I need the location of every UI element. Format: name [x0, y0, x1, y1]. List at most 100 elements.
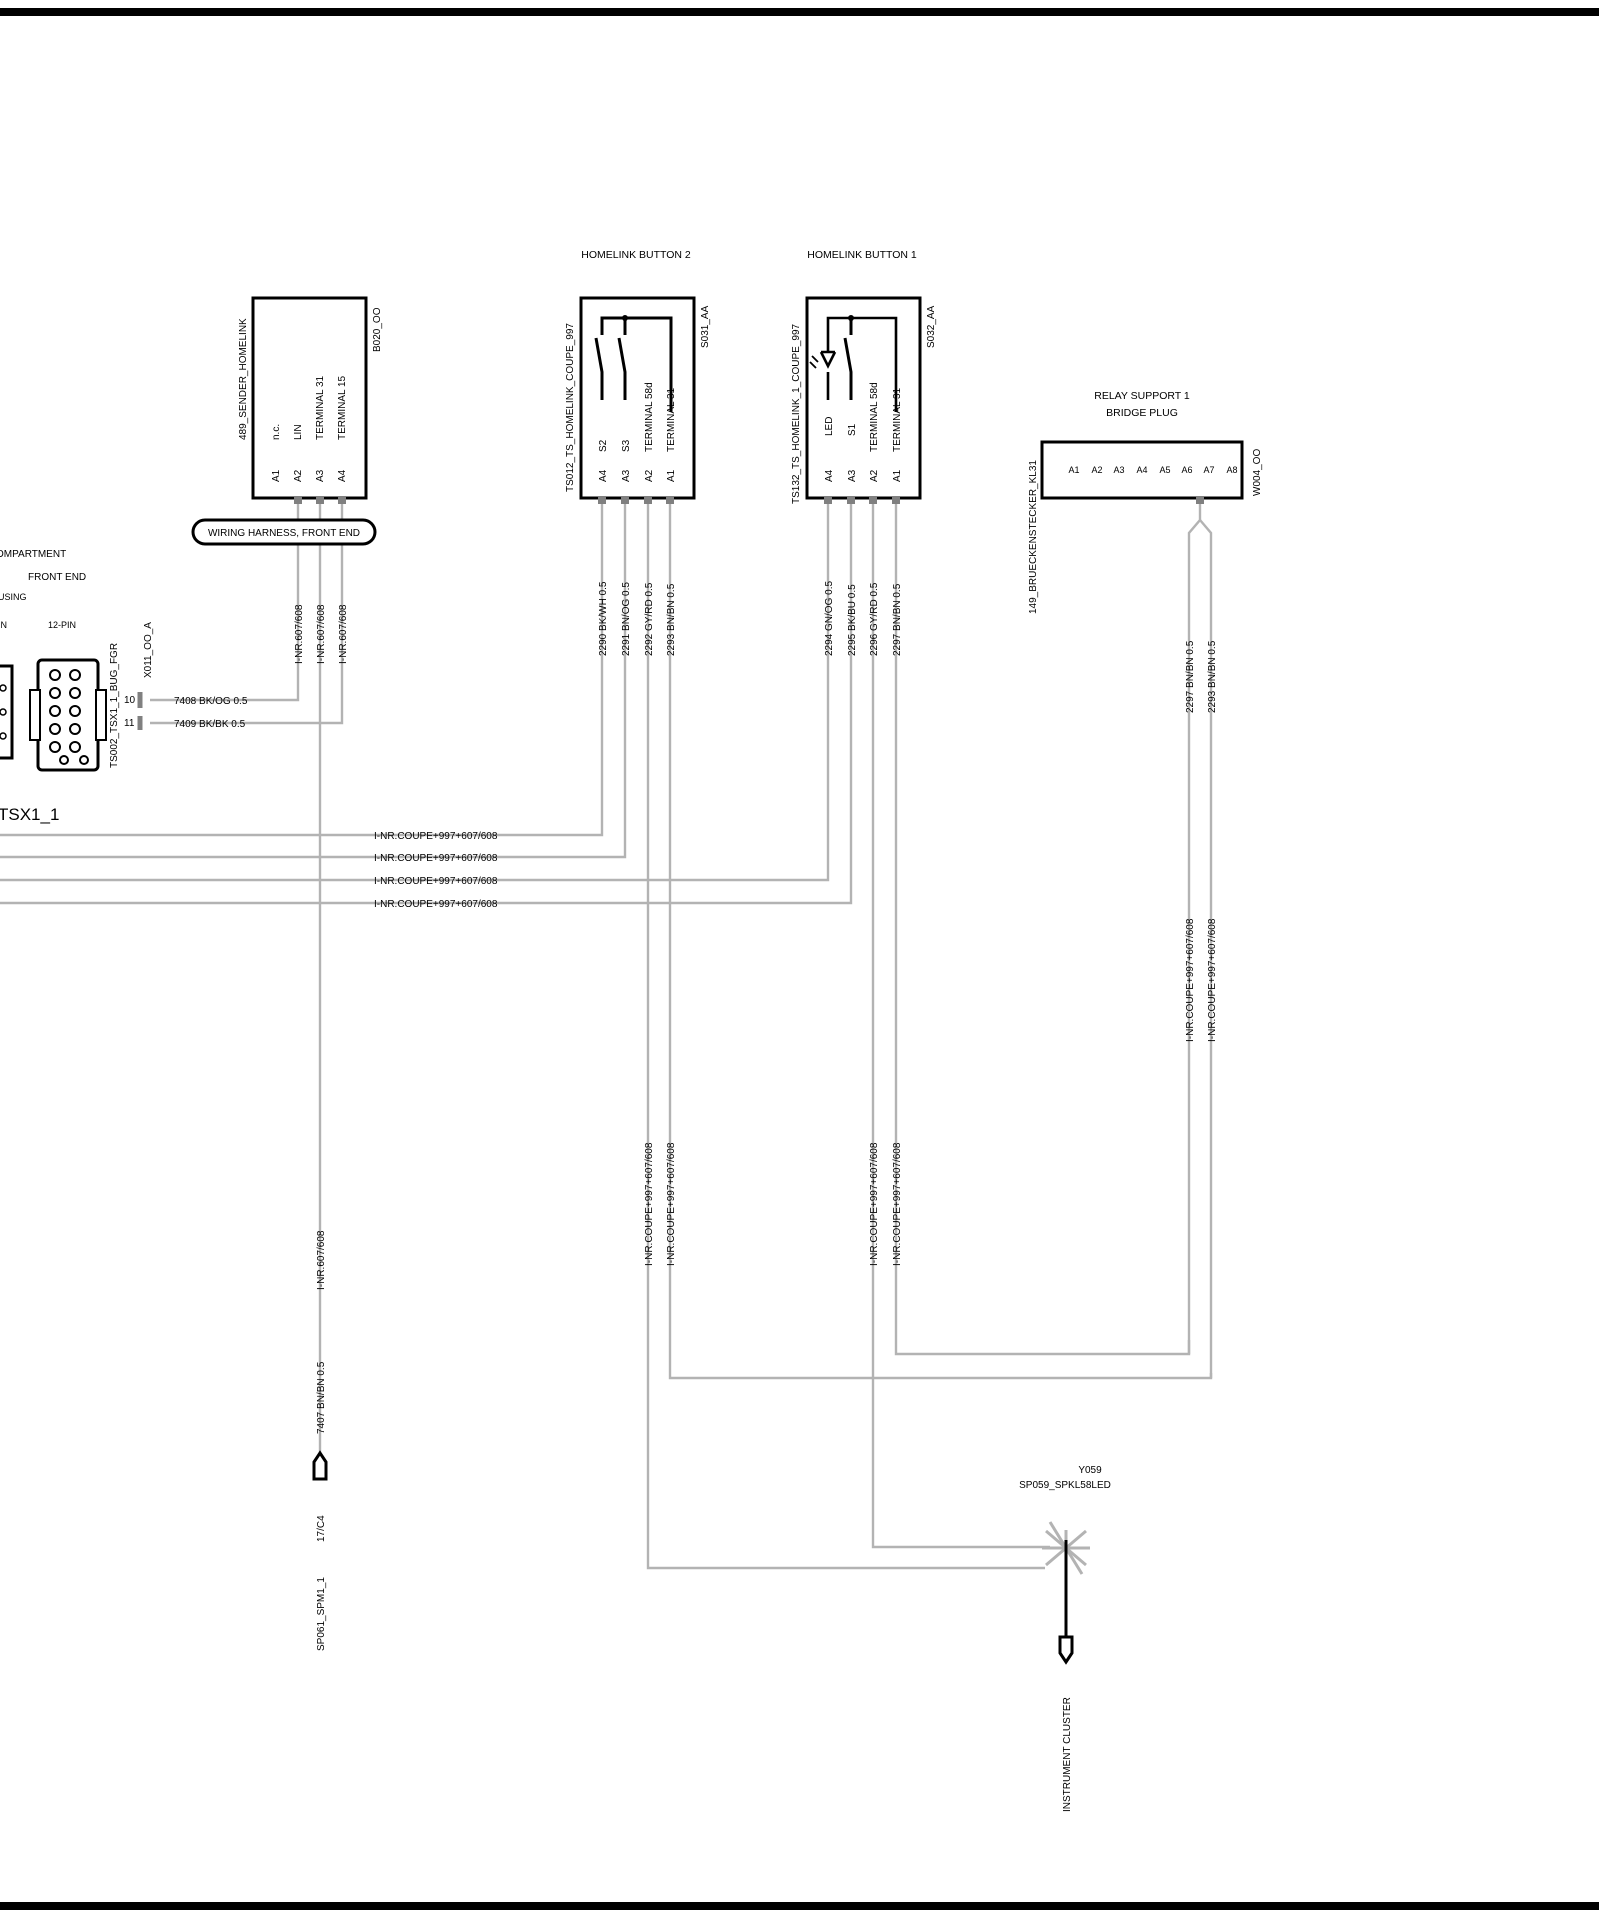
wire-2293[interactable] [668, 500, 1213, 1380]
button2-pin-label: A3 [621, 469, 632, 482]
relay-pin-marker [1196, 496, 1204, 504]
button1-name: TS132_TS_HOMELINK_1_COUPE_997 [791, 323, 802, 504]
wire-2296[interactable] [871, 500, 1050, 1549]
sender-pin-label: A3 [315, 469, 326, 482]
sender-pin-label: A4 [337, 469, 348, 482]
wire-group [0, 500, 1213, 1570]
wire-label-coupe-relay-1: I-NR.COUPE+997+607/608 [1185, 918, 1196, 1042]
wire-label-7407: 7407 BN/BN 0.5 [316, 1361, 327, 1434]
wire-label-inr-spm: I-NR.607/608 [316, 1230, 327, 1290]
button2-pin-marker [666, 496, 674, 504]
left-connector-code: X011_OO_A [143, 622, 154, 678]
wire-2294[interactable] [0, 500, 830, 882]
12-pin-housing-icon [29, 658, 107, 772]
button1-function-4: TERMINAL 31 [892, 387, 903, 452]
wire-label-7408: 7408 BK/OG 0.5 [174, 696, 248, 707]
sender-pin-label: A2 [293, 469, 304, 482]
sender-pin-label: A1 [271, 469, 282, 482]
led-symbol [819, 316, 898, 412]
homelink-button-2-connector[interactable]: HOMELINK BUTTON 2 TS012_TS_HOMELINK_COUP… [565, 249, 711, 504]
harness-text: WIRING HARNESS, FRONT END [208, 528, 360, 539]
relay-pin-label: A7 [1203, 465, 1214, 475]
sender-pin-marker [316, 496, 324, 504]
sender-box [251, 296, 368, 500]
wire-2297[interactable] [894, 500, 1191, 1356]
pin12-label: 12-PIN [48, 620, 76, 630]
wire-label-coupe-2292: I-NR.COUPE+997+607/608 [644, 1142, 655, 1266]
relay-bridge-plug-connector[interactable]: RELAY SUPPORT 1 BRIDGE PLUG A1 A2 A3 A4 … [1028, 390, 1263, 614]
button2-pin-marker [621, 496, 629, 504]
button2-code: S031_AA [700, 305, 711, 348]
led-splice-label: SP059_SPKL58LED [1019, 1480, 1111, 1491]
wire-label-2295: 2295 BK/BU 0.5 [847, 584, 858, 656]
spm-ref: 17/C4 [316, 1515, 327, 1542]
button1-pin-label: A2 [869, 469, 880, 482]
button1-pin-label: A1 [892, 469, 903, 482]
wire-2290[interactable] [0, 500, 604, 837]
sender-function-2: LIN [293, 424, 304, 440]
wire-label-7409: 7409 BK/BK 0.5 [174, 719, 246, 730]
wire-2291[interactable] [0, 500, 627, 859]
button2-title: HOMELINK BUTTON 2 [581, 249, 691, 261]
wire-2295[interactable] [0, 500, 853, 905]
arrow-up-icon [312, 1450, 328, 1481]
harness-label: WIRING HARNESS, FRONT END [191, 518, 377, 546]
homelink-button-1-connector[interactable]: HOMELINK BUTTON 1 TS132_TS_HOMELINK_1_CO… [791, 249, 937, 504]
wire-label-2297-relay: 2297 BN/BN 0.5 [1185, 640, 1196, 713]
button1-code: S032_AA [926, 305, 937, 348]
wire-relay-2293[interactable] [1199, 519, 1213, 1378]
button1-function-2: S1 [847, 423, 858, 436]
wire-label-coupe-3: I-NR.COUPE+997+607/608 [374, 876, 498, 887]
sp059-splice[interactable]: Y059 SP059_SPKL58LED INSTRUMENT CLUSTER [1019, 1465, 1111, 1812]
wire-labels: 7408 BK/OG 0.5 7409 BK/BK 0.5 I-NR.607/6… [174, 581, 1218, 1434]
wire-label-2290: 2290 BK/WH 0.5 [598, 581, 609, 656]
top-frame-bar [0, 8, 1599, 16]
button2-function-4: TERMINAL 31 [666, 387, 677, 452]
wire-2292[interactable] [646, 500, 1045, 1570]
wire-label-2293: 2293 BN/BN 0.5 [666, 583, 677, 656]
tsx-label: TSX1_1 [0, 805, 59, 824]
relay-title-1: RELAY SUPPORT 1 [1094, 390, 1190, 402]
button1-title: HOMELINK BUTTON 1 [807, 249, 917, 261]
left-connector-block[interactable]: OMPARTMENT FRONT END USING IN 12-PIN TS0… [0, 549, 154, 824]
sender-pin-marker [294, 496, 302, 504]
button2-name: TS012_TS_HOMELINK_COUPE_997 [565, 323, 576, 492]
wire-label-2291: 2291 BN/OG 0.5 [621, 582, 632, 656]
junction-dot [622, 315, 628, 321]
left-connector-name: TS002_TSX1_1_BUG_FGR [109, 643, 120, 768]
wire-label-coupe-2293: I-NR.COUPE+997+607/608 [666, 1142, 677, 1266]
wire-label-inr-a4: I-NR.607/608 [338, 604, 349, 664]
wire-label-coupe-2297: I-NR.COUPE+997+607/608 [892, 1142, 903, 1266]
led-rays [809, 355, 819, 369]
button1-pin-label: A3 [847, 469, 858, 482]
button2-box [579, 296, 696, 500]
button2-function-2: S3 [621, 439, 632, 452]
wire-label-inr-a2: I-NR.607/608 [294, 604, 305, 664]
wire-relay-2297[interactable] [1187, 500, 1202, 1354]
sender-code: B020_OO [372, 307, 383, 352]
switch-s2-symbol [594, 316, 673, 412]
relay-pin-label: A2 [1091, 465, 1102, 475]
button1-pin-label: A4 [824, 469, 835, 482]
wire-label-coupe-2296: I-NR.COUPE+997+607/608 [869, 1142, 880, 1266]
button1-pin-marker [869, 496, 877, 504]
junction-dot [848, 315, 854, 321]
wire-label-coupe-2: I-NR.COUPE+997+607/608 [374, 853, 498, 864]
pin-11-label: 11 [124, 718, 135, 729]
relay-pin-label: A1 [1068, 465, 1079, 475]
wire-label-coupe-4: I-NR.COUPE+997+607/608 [374, 899, 498, 910]
sp061-splice[interactable]: 17/C4 SP061_SPM1_1 [312, 1450, 328, 1651]
wire-7408[interactable] [150, 500, 300, 702]
sender-homelink-connector[interactable]: 489_SENDER_HOMELINK B020_OO n.c. LIN TER… [238, 296, 383, 504]
wire-label-2292: 2292 GY/RD 0.5 [644, 582, 655, 656]
button1-pin-marker [892, 496, 900, 504]
relay-pin-label: A4 [1136, 465, 1147, 475]
sender-function-4: TERMINAL 15 [337, 375, 348, 440]
arrow-down-icon [1058, 1635, 1074, 1665]
button1-function-1: LED [824, 417, 835, 436]
wire-7409[interactable] [150, 500, 344, 725]
relay-title-2: BRIDGE PLUG [1106, 407, 1178, 419]
front-end-label: FRONT END [28, 572, 86, 583]
spm-name: SP061_SPM1_1 [316, 1577, 327, 1651]
